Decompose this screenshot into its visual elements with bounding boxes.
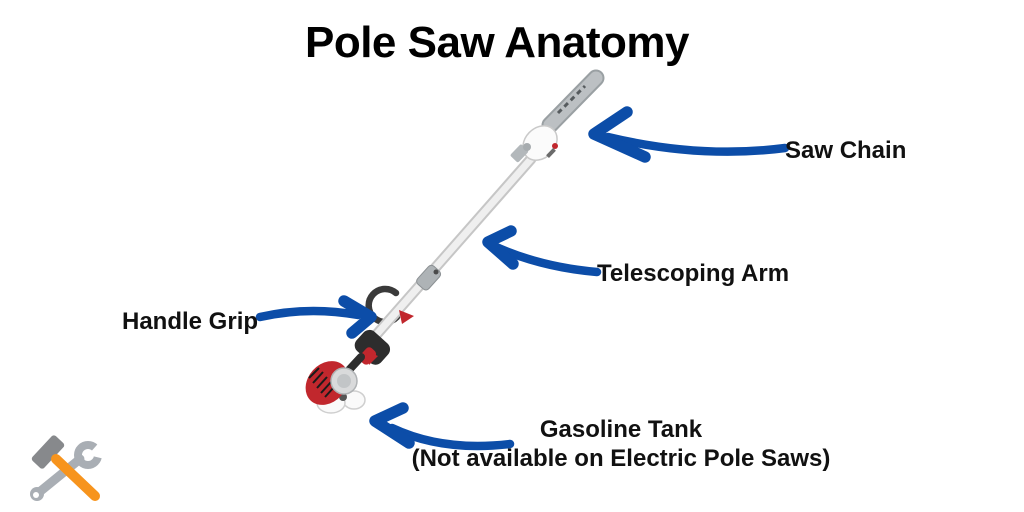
shaft-core — [373, 155, 535, 338]
gasoline-tank-label: Gasoline Tank (Not available on Electric… — [412, 415, 831, 473]
coupling-bolt — [433, 269, 439, 275]
guide-bar-markings — [556, 84, 587, 115]
hammer-icon — [31, 435, 100, 501]
guide-bar-body — [543, 71, 603, 132]
engine-assembly — [305, 361, 366, 414]
gasoline-tank-label-line2: (Not available on Electric Pole Saws) — [411, 445, 831, 472]
wrench-jaw-opening — [88, 437, 109, 460]
handle-grip-arrow — [255, 295, 377, 339]
guide-bar — [541, 69, 605, 134]
hammer-handle — [51, 454, 100, 501]
saw-chain-label: Saw Chain — [785, 137, 907, 164]
telescoping-arm-label: Telescoping Arm — [597, 260, 790, 287]
trigger-red-tab — [366, 351, 378, 365]
hammer-head — [31, 435, 65, 469]
page-title: Pole Saw Anatomy — [304, 18, 690, 67]
shaft-coupling — [416, 264, 442, 291]
telescoping-arm-arrow — [482, 225, 602, 277]
wrench-icon — [30, 437, 109, 501]
trigger-handle — [345, 329, 391, 374]
housing-dark-detail — [546, 148, 556, 158]
housing-red-detail — [552, 143, 558, 149]
saw-head-housing — [510, 125, 558, 163]
locking-lever — [399, 310, 414, 324]
pole-saw-illustration — [305, 69, 605, 414]
engine-connector — [345, 353, 365, 374]
gasoline-tank-arrow — [369, 402, 515, 451]
wrench-handle-hole — [33, 492, 39, 498]
housing-bolt — [523, 143, 531, 151]
hammer-wrench-icon — [30, 435, 109, 501]
telescoping-shaft — [371, 153, 537, 340]
engine-cylinder-core — [337, 374, 351, 388]
gasoline-tank-label-line1: Gasoline Tank — [539, 416, 703, 443]
saw-chain-arrow — [588, 106, 790, 163]
handle-grip-label: Handle Grip — [122, 308, 259, 335]
